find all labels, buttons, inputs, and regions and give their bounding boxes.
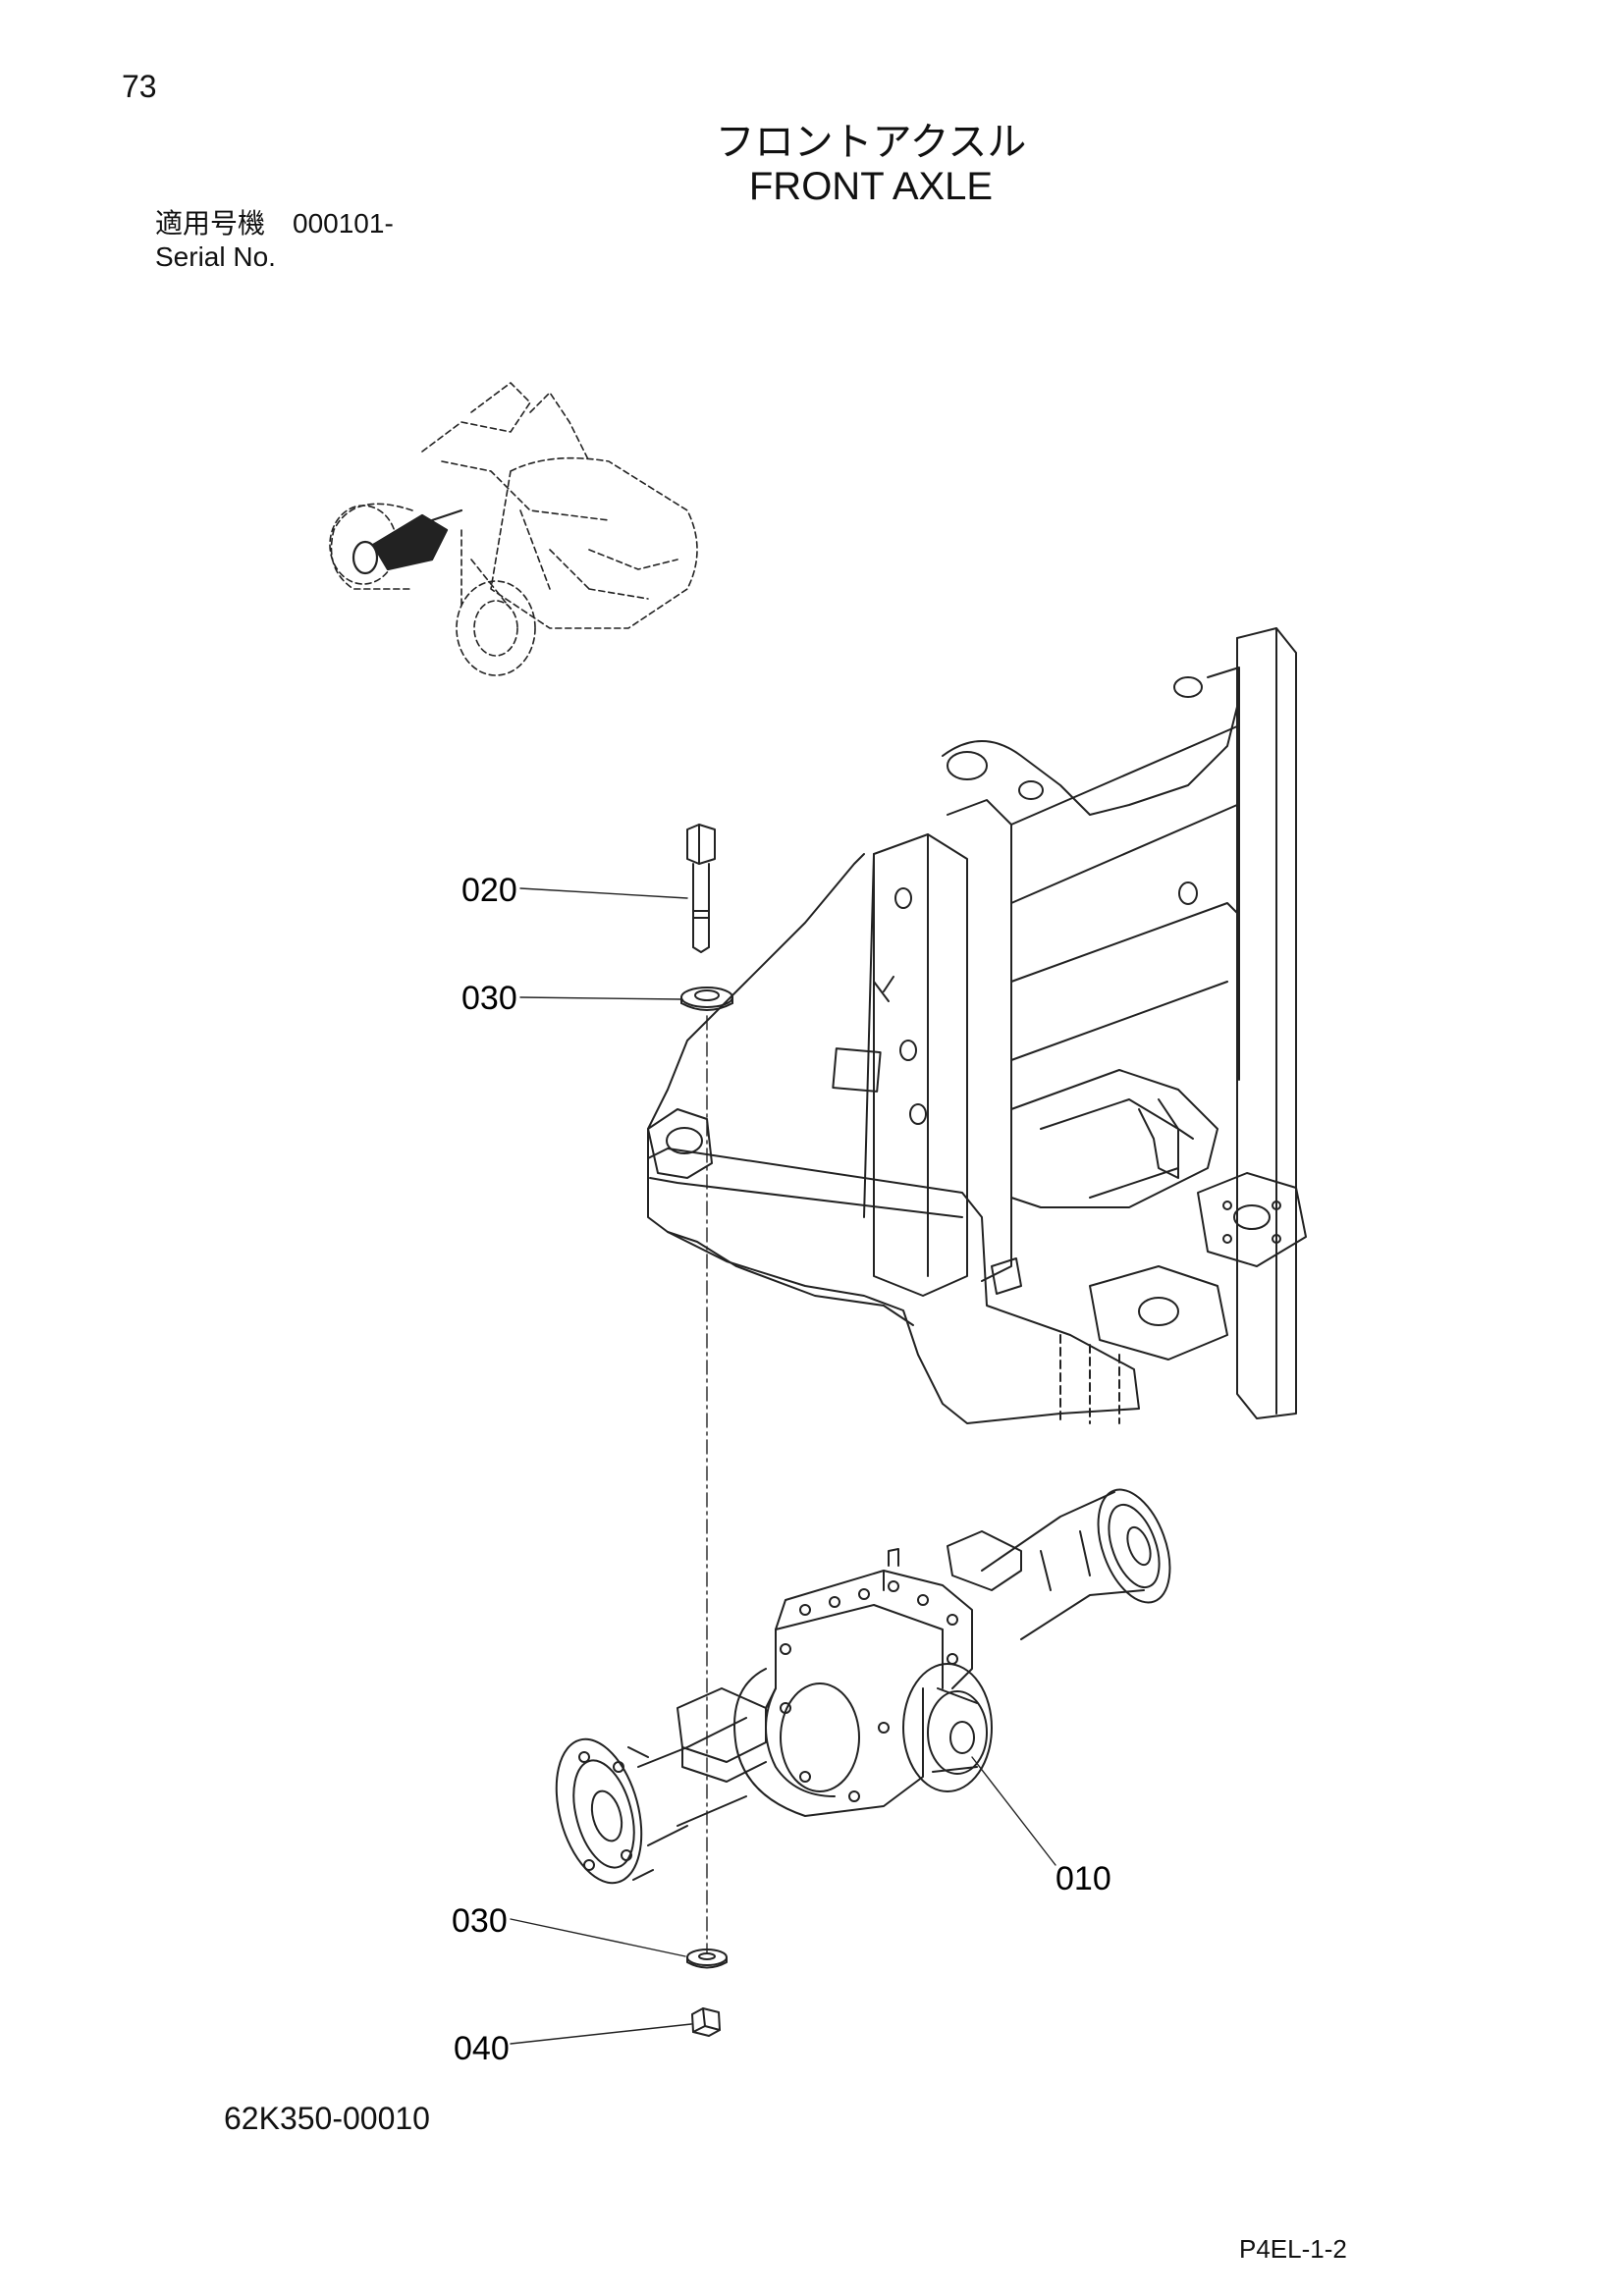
washer-030-top-drawing (680, 987, 733, 1011)
callout-010: 010 (1056, 1860, 1111, 1897)
machine-locator-thumbnail (329, 382, 698, 676)
nut-040-drawing (691, 2007, 721, 2037)
washer-030-bottom-drawing (686, 1949, 728, 1969)
page-code: P4EL-1-2 (1239, 2234, 1347, 2264)
bolt-020-drawing (686, 824, 716, 953)
front-frame (647, 627, 1307, 1424)
drawing-code: 62K350-00010 (224, 2101, 430, 2136)
callout-020: 020 (461, 872, 517, 909)
machine-locator-highlight (352, 508, 463, 575)
serial-value: 000101- (293, 208, 394, 239)
callout-030-top: 030 (461, 980, 517, 1017)
serial-label-japanese: 適用号機 000101- (155, 202, 394, 241)
page-number: 73 (122, 69, 157, 104)
serial-label-english: Serial No. (155, 241, 276, 272)
callout-030-bottom: 030 (452, 1902, 508, 1940)
title-japanese: フロントアクスル (715, 120, 1027, 165)
serial-label-jp-text: 適用号機 (155, 207, 266, 240)
title-english: FRONT AXLE (748, 165, 994, 208)
callout-040: 040 (454, 2030, 510, 2067)
leader-lines (510, 887, 1056, 2045)
front-axle-drawing (555, 1488, 1171, 1885)
